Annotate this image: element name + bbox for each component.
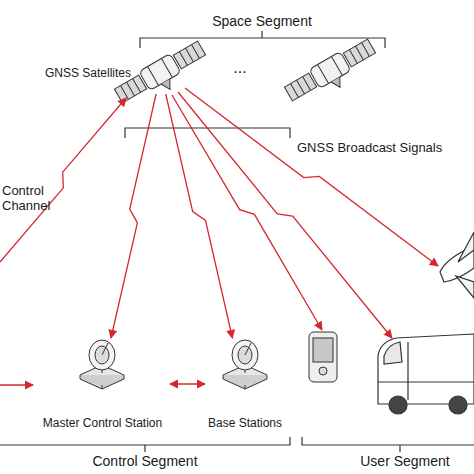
segment-label: Space Segment <box>200 14 324 29</box>
segment-label: ... <box>222 60 258 75</box>
signal-lines <box>0 88 438 385</box>
node-label: Master Control Station <box>35 416 170 430</box>
space-bracket <box>140 31 385 48</box>
dish-antenna <box>223 340 267 389</box>
node-label: Base Stations <box>205 416 285 430</box>
segment-label: Control Channel <box>2 183 62 213</box>
handheld-receiver <box>309 332 337 382</box>
dish-antenna <box>80 340 124 389</box>
aircraft-illustration <box>440 232 474 298</box>
van-illustration <box>378 334 474 414</box>
signal-connector <box>170 383 205 384</box>
signal-connector <box>111 94 156 338</box>
segment-label: GNSS Broadcast Signals <box>297 140 467 155</box>
connector-layer <box>111 94 232 384</box>
segment-bracket <box>0 31 474 452</box>
segment-node: GNSS Satellites <box>137 52 183 94</box>
segment-node: Base Stations <box>205 338 285 430</box>
satellite-icon <box>283 36 382 111</box>
control-input-line <box>0 384 33 385</box>
segment-label: User Segment <box>340 454 470 469</box>
signal-connector <box>166 94 233 338</box>
segment-node: Master Control Station <box>35 338 170 430</box>
user-bracket <box>302 437 474 452</box>
node-label: GNSS Satellites <box>33 66 131 80</box>
segment-label: Control Segment <box>70 454 220 469</box>
signal-line <box>185 88 438 266</box>
signal-line <box>178 92 392 338</box>
signals-bracket <box>125 128 290 138</box>
control-bracket <box>0 437 290 452</box>
control-channel-line <box>0 98 126 262</box>
